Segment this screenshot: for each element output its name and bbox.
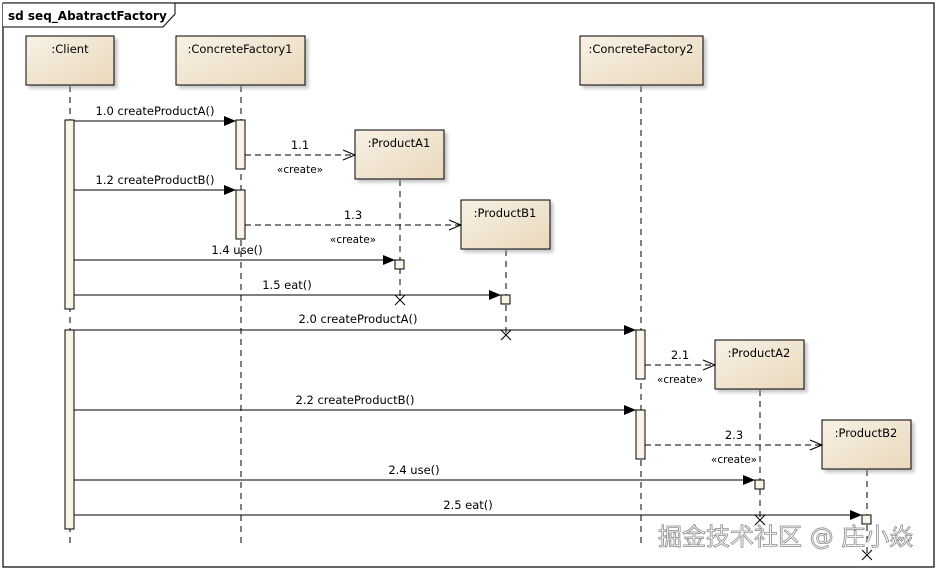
lifeline-box[interactable] (579, 35, 704, 86)
activation-client-2 (64, 329, 75, 530)
destroy-x-pa1 (394, 294, 406, 306)
open-arrowhead-icon (809, 439, 824, 451)
destroy-x-pa2 (754, 514, 766, 526)
destruction-marks (394, 294, 873, 561)
message-1-0[interactable]: 1.0 createProductA() (74, 104, 236, 126)
activation-cf1-2 (235, 189, 246, 240)
destroy-x-pb2 (861, 549, 873, 561)
activation-cf1-1 (235, 119, 246, 170)
lifeline-box[interactable] (25, 35, 115, 86)
lifeline-box[interactable] (714, 339, 805, 390)
activation-bars (64, 119, 872, 530)
lifeline-pb1[interactable]: :ProductB1 (460, 199, 551, 250)
lifeline-cf2[interactable]: :ConcreteFactory2 (579, 35, 704, 86)
watermark: 掘金技术社区 @ 庄小焱 (658, 523, 913, 551)
open-arrowhead-icon (702, 359, 717, 371)
filled-arrowhead-icon (383, 255, 395, 265)
message-1-2[interactable]: 1.2 createProductB() (74, 173, 236, 195)
message-2-1[interactable]: 2.1 «create» (645, 348, 717, 386)
lifeline-box[interactable] (175, 35, 306, 86)
filled-arrowhead-icon (489, 290, 501, 300)
message-2-4[interactable]: 2.4 use() (74, 463, 755, 485)
lifeline-pa1[interactable]: :ProductA1 (354, 129, 445, 180)
activation-pa2 (754, 479, 765, 490)
lifeline-box[interactable] (354, 129, 445, 180)
message-1-4[interactable]: 1.4 use() (74, 243, 395, 265)
message-1-1[interactable]: 1.1 «create» (245, 138, 357, 176)
message-2-2[interactable]: 2.2 createProductB() (74, 393, 636, 415)
message-label: 2.2 createProductB() (296, 393, 415, 407)
activation-pb1 (500, 294, 511, 305)
message-1-5[interactable]: 1.5 eat() (74, 278, 501, 300)
filled-arrowhead-icon (624, 405, 636, 415)
lifeline-label: :ProductA1 (368, 136, 431, 150)
frame-title-tab (3, 2, 176, 28)
message-label: 1.1 (291, 138, 309, 152)
lifeline-label: :ConcreteFactory2 (588, 42, 693, 56)
messages: 1.0 createProductA() 1.1 «create» 1.2 cr… (74, 104, 862, 520)
message-stereotype: «create» (657, 374, 703, 386)
lifeline-label: :ProductB1 (474, 206, 537, 220)
message-2-0[interactable]: 2.0 createProductA() (74, 312, 636, 335)
activation-pb2 (861, 514, 872, 525)
lifeline-label: :ProductA2 (728, 346, 791, 360)
lifeline-pa2[interactable]: :ProductA2 (714, 339, 805, 390)
message-label: 1.3 (344, 208, 362, 222)
message-2-3[interactable]: 2.3 «create» (645, 428, 824, 466)
lifeline-cf1[interactable]: :ConcreteFactory1 (175, 35, 306, 86)
frame-title: sd seq_AbatractFactory (8, 9, 167, 24)
message-stereotype: «create» (277, 164, 323, 176)
lifeline-lines (69, 86, 868, 556)
lifeline-box[interactable] (821, 419, 912, 470)
message-stereotype: «create» (711, 454, 757, 466)
filled-arrowhead-icon (850, 510, 862, 520)
filled-arrowhead-icon (224, 116, 236, 126)
message-label: 2.5 eat() (443, 498, 493, 512)
message-label: 1.2 createProductB() (96, 173, 215, 187)
filled-arrowhead-icon (743, 475, 755, 485)
activation-cf2-2 (635, 409, 646, 460)
activation-cf2-1 (635, 329, 646, 380)
message-label: 1.5 eat() (262, 278, 312, 292)
lifeline-box[interactable] (460, 199, 551, 250)
filled-arrowhead-icon (224, 185, 236, 195)
open-arrowhead-icon (448, 219, 463, 231)
lifeline-label: :Client (51, 42, 89, 56)
lifeline-client[interactable]: :Client (25, 35, 115, 86)
message-stereotype: «create» (330, 234, 376, 246)
open-arrowhead-icon (342, 149, 357, 161)
lifeline-label: :ConcreteFactory1 (187, 42, 292, 56)
activation-client-1 (64, 119, 75, 310)
message-2-5[interactable]: 2.5 eat() (74, 498, 862, 520)
destroy-x-pb1 (500, 329, 512, 341)
lifeline-label: :ProductB2 (835, 426, 898, 440)
message-label: 1.0 createProductA() (96, 104, 215, 118)
message-label: 2.1 (671, 348, 689, 362)
message-label: 1.4 use() (211, 243, 262, 257)
lifeline-pb2[interactable]: :ProductB2 (821, 419, 912, 470)
message-1-3[interactable]: 1.3 «create» (245, 208, 463, 246)
message-label: 2.0 createProductA() (299, 312, 418, 326)
message-label: 2.4 use() (388, 463, 439, 477)
filled-arrowhead-icon (624, 325, 636, 335)
activation-pa1 (394, 259, 405, 270)
message-label: 2.3 (725, 428, 743, 442)
